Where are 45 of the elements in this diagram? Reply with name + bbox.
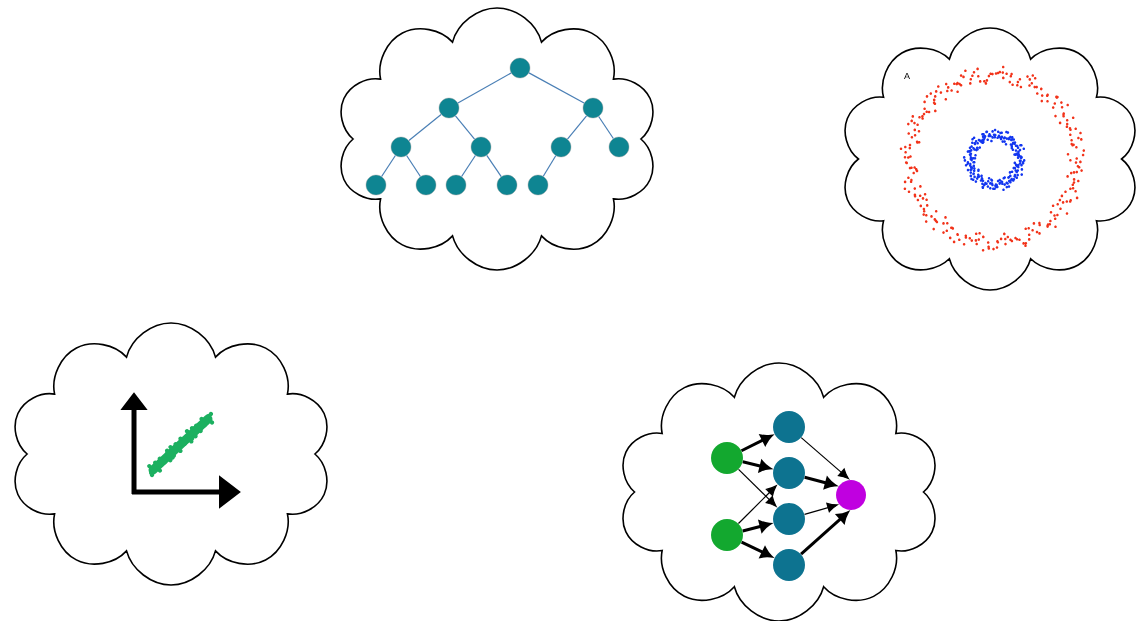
neuron-circle: [773, 457, 805, 489]
cloud-shape: [340, 7, 654, 271]
cloud-shape: [844, 27, 1136, 291]
arrow: [740, 434, 773, 453]
arrow: [800, 511, 849, 556]
connector-line: [486, 154, 502, 178]
tree-node-circle: [509, 57, 531, 79]
connector-line: [598, 115, 614, 140]
tree-node-circle: [415, 174, 437, 196]
connector-line: [461, 154, 476, 178]
arrow: [737, 468, 777, 507]
neuron-circle: [836, 480, 866, 510]
tree-node-circle: [496, 174, 518, 196]
tree-node-circle: [445, 174, 467, 196]
tree-node-circle: [390, 136, 412, 158]
arrow: [740, 540, 773, 558]
connector-line: [542, 155, 557, 177]
cloud-shape: [14, 322, 328, 586]
connector-line: [408, 113, 442, 142]
axis-letter: A: [904, 72, 910, 80]
arrow: [803, 502, 838, 516]
neuron-circle: [711, 442, 743, 474]
tree-node-circle: [365, 174, 387, 196]
arrow: [804, 475, 836, 489]
connector-line: [528, 72, 585, 104]
arrow: [742, 460, 771, 472]
tree-node-circle: [470, 136, 492, 158]
tree-node-circle: [438, 97, 460, 119]
connector-line: [406, 154, 421, 178]
connector-line: [381, 154, 396, 178]
tree-node-circle: [527, 174, 549, 196]
connector-line: [454, 115, 476, 140]
neuron-circle: [773, 411, 805, 443]
connector-line: [566, 115, 588, 140]
neuron-circle: [773, 549, 805, 581]
neuron-circle: [711, 519, 743, 551]
connector-line: [457, 72, 512, 104]
arrow: [800, 437, 849, 480]
arrow: [742, 520, 771, 533]
tree-node-circle: [582, 97, 604, 119]
cloud-shape: [622, 362, 936, 621]
tree-node-circle: [550, 136, 572, 158]
neuron-circle: [773, 503, 805, 535]
arrow: [737, 485, 777, 525]
tree-node-circle: [608, 136, 630, 158]
